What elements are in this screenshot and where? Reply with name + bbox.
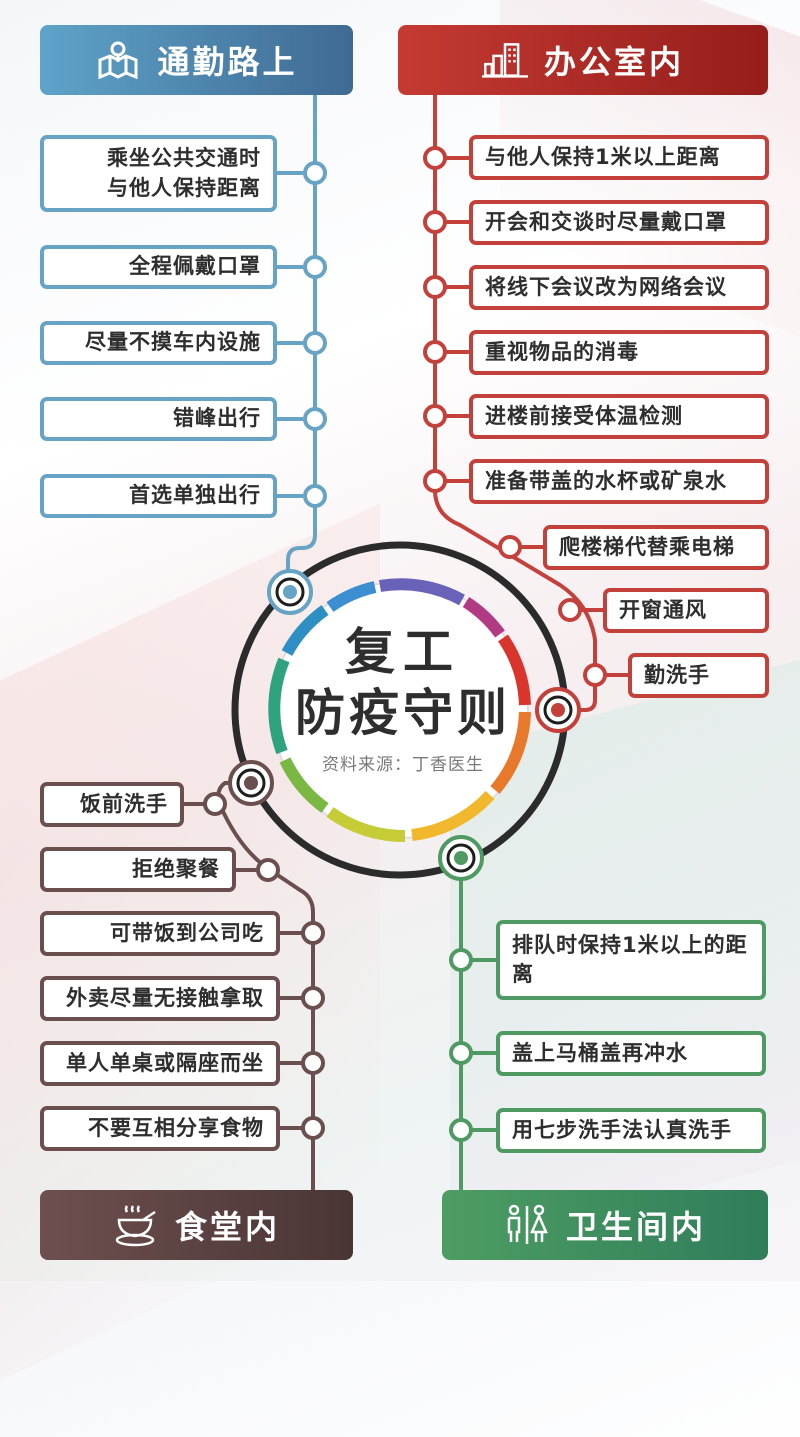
rainbow-ring (268, 578, 531, 843)
canteen-item: 单人单桌或隔座而坐 (40, 1041, 280, 1086)
section-header-toilet: 卫生间内 (442, 1190, 768, 1260)
commute-item: 乘坐公共交通时 与他人保持距离 (40, 135, 277, 212)
commute-item: 全程佩戴口罩 (40, 245, 277, 289)
section-header-office: 办公室内 (398, 25, 768, 95)
source-credit: 资料来源：丁香医生 (322, 755, 484, 775)
commute-item: 尽量不摸车内设施 (40, 321, 277, 365)
toilet-item: 用七步洗手法认真洗手 (496, 1108, 766, 1153)
section-label-toilet: 卫生间内 (565, 1208, 706, 1246)
office-item: 准备带盖的水杯或矿泉水 (469, 459, 769, 504)
metro-map-lines (182, 95, 630, 1190)
station-toilet (438, 835, 484, 881)
title-line-2: 防疫守则 (295, 684, 511, 742)
canteen-item: 外卖尽量无接触拿取 (40, 976, 280, 1021)
commute-stop (303, 407, 327, 431)
canteen-item: 不要互相分享食物 (40, 1106, 280, 1151)
restroom-icon (504, 1202, 550, 1248)
station-canteen (228, 760, 274, 806)
commute-stop (303, 331, 327, 355)
commute-item: 错峰出行 (40, 397, 277, 441)
office-item: 勤洗手 (628, 653, 769, 698)
canteen-item: 拒绝聚餐 (40, 847, 236, 892)
commute-item: 首选单独出行 (40, 474, 277, 518)
section-label-commute: 通勤路上 (157, 43, 298, 81)
office-item: 进楼前接受体温检测 (469, 394, 769, 439)
toilet-item: 排队时保持1米以上的距离 (496, 920, 766, 1000)
map-pin-icon (95, 37, 141, 83)
commute-stop (303, 161, 327, 185)
canteen-item: 饭前洗手 (40, 782, 184, 827)
station-commute (267, 569, 313, 615)
office-item: 开会和交谈时尽量戴口罩 (469, 200, 769, 245)
building-icon (481, 37, 528, 83)
office-item: 将线下会议改为网络会议 (469, 265, 769, 310)
commute-stop (303, 484, 327, 508)
title-line-1: 复工 (345, 623, 461, 681)
office-item: 重视物品的消毒 (469, 330, 769, 375)
soup-bowl-icon (113, 1202, 159, 1248)
section-label-office: 办公室内 (543, 43, 684, 81)
office-item: 与他人保持1米以上距离 (469, 135, 769, 180)
section-header-commute: 通勤路上 (40, 25, 353, 95)
section-label-canteen: 食堂内 (174, 1208, 280, 1246)
station-office (535, 687, 581, 733)
toilet-item: 盖上马桶盖再冲水 (496, 1031, 766, 1076)
commute-stop (303, 255, 327, 279)
section-header-canteen: 食堂内 (40, 1190, 353, 1260)
office-item: 开窗通风 (603, 588, 769, 633)
canteen-item: 可带饭到公司吃 (40, 911, 280, 956)
center-title: 复工 防疫守则 资料来源：丁香医生 (268, 622, 538, 775)
office-item: 爬楼梯代替乘电梯 (543, 525, 769, 570)
